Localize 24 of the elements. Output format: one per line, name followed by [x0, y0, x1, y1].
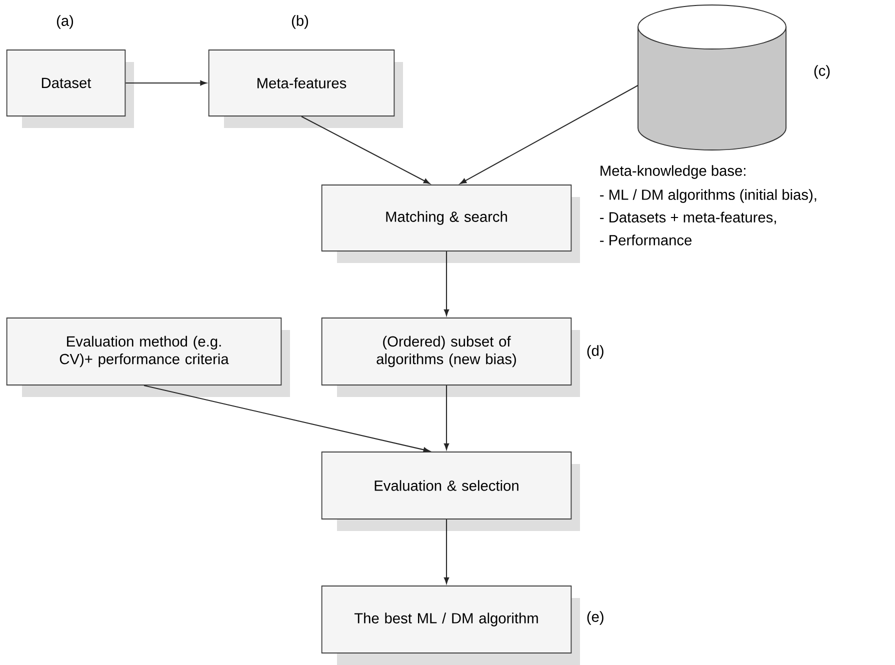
note-text: - Datasets + meta-features, — [600, 212, 776, 224]
database-cylinder — [638, 4, 786, 150]
arrow — [444, 251, 450, 316]
process-box: Meta-features — [208, 50, 403, 128]
note-text: - Performance — [600, 234, 692, 246]
process-box: (Ordered) subset of algorithms (new bias) — [321, 318, 580, 397]
process-box: Dataset — [6, 50, 134, 128]
process-box: Matching & search — [321, 184, 580, 263]
process-box: The best ML / DM algorithm — [321, 586, 580, 665]
panel-letter: (d) — [587, 345, 604, 359]
arrow — [444, 519, 450, 584]
arrow — [460, 85, 638, 184]
process-box: Evaluation & selection — [321, 452, 580, 531]
arrow — [301, 116, 430, 184]
arrow — [444, 385, 450, 450]
process-box: Evaluation method (e.g. CV)+ performance criteria — [6, 318, 290, 397]
arrow — [126, 80, 207, 86]
panel-letter: (b) — [292, 15, 308, 29]
panel-letter: (a) — [56, 15, 74, 29]
note-text: Meta-knowledge base: — [600, 165, 746, 179]
arrow — [144, 384, 430, 452]
panel-letter: (e) — [587, 611, 604, 625]
note-text: - ML / DM algorithms (initial bias), — [600, 189, 816, 203]
panel-letter: (c) — [814, 65, 830, 79]
